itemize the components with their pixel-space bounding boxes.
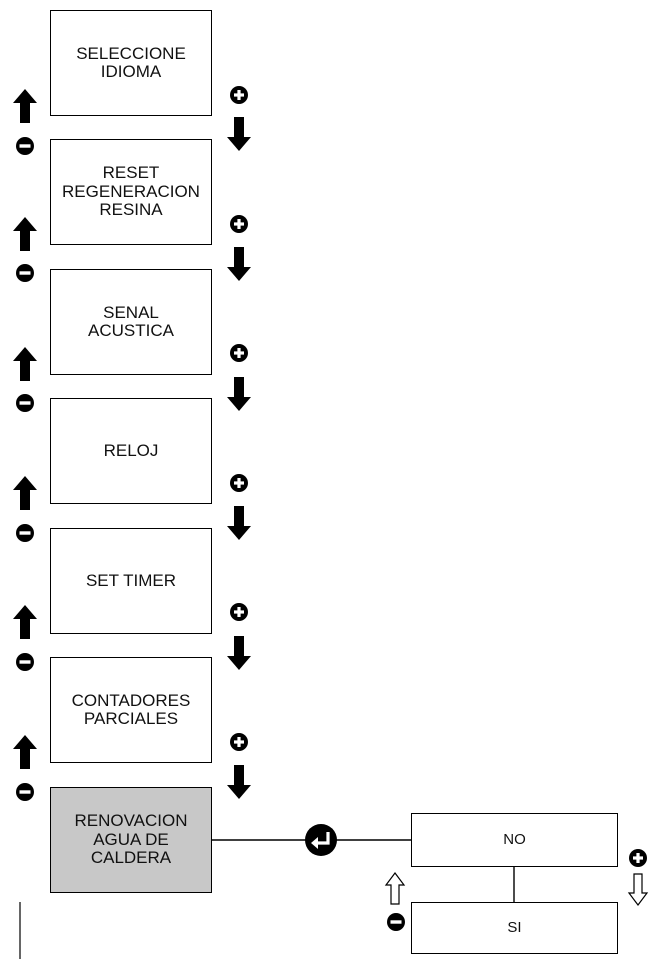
- plus-circle-icon[interactable]: [230, 733, 248, 751]
- option-label: NO: [503, 830, 526, 848]
- enter-icon[interactable]: [305, 824, 337, 856]
- option-si[interactable]: SI: [411, 902, 618, 954]
- minus-circle-icon[interactable]: [16, 783, 34, 801]
- plus-circle-icon[interactable]: [230, 344, 248, 362]
- menu-item-label: CONTADORES PARCIALES: [71, 690, 191, 728]
- arrow-down-icon[interactable]: [227, 117, 251, 151]
- arrow-down-icon[interactable]: [227, 247, 251, 281]
- arrow-up-icon[interactable]: [13, 735, 37, 769]
- menu-item-seleccione-idioma[interactable]: SELECCIONE IDIOMA: [50, 10, 212, 116]
- plus-circle-icon[interactable]: [230, 215, 248, 233]
- menu-item-label: SET TIMER: [85, 570, 177, 590]
- minus-circle-icon[interactable]: [387, 913, 405, 931]
- option-label: SI: [507, 918, 522, 936]
- menu-item-reloj[interactable]: RELOJ: [50, 398, 212, 504]
- arrow-up-icon[interactable]: [13, 605, 37, 639]
- menu-item-renovacion-agua-de-caldera[interactable]: RENOVACION AGUA DE CALDERA: [50, 787, 212, 893]
- arrow-up-icon[interactable]: [13, 217, 37, 251]
- arrow-down-icon[interactable]: [227, 377, 251, 411]
- menu-item-contadores-parciales[interactable]: CONTADORES PARCIALES: [50, 657, 212, 763]
- menu-item-reset-regeneracion-resina[interactable]: RESET REGENERACION RESINA: [50, 139, 212, 245]
- arrow-down-icon[interactable]: [227, 506, 251, 540]
- menu-item-label: RESET REGENERACION RESINA: [62, 163, 200, 220]
- menu-item-label: SELECCIONE IDIOMA: [76, 43, 186, 81]
- minus-circle-icon[interactable]: [16, 653, 34, 671]
- menu-item-set-timer[interactable]: SET TIMER: [50, 528, 212, 634]
- arrow-down-icon[interactable]: [227, 636, 251, 670]
- minus-circle-icon[interactable]: [16, 137, 34, 155]
- arrow-down-outline-icon[interactable]: [628, 873, 648, 906]
- arrow-up-icon[interactable]: [13, 476, 37, 510]
- arrow-up-icon[interactable]: [13, 89, 37, 123]
- plus-circle-icon[interactable]: [230, 474, 248, 492]
- menu-item-label: SENAL ACUSTICA: [88, 302, 174, 340]
- minus-circle-icon[interactable]: [16, 394, 34, 412]
- plus-circle-icon[interactable]: [629, 849, 647, 867]
- arrow-up-outline-icon[interactable]: [385, 872, 405, 905]
- option-no[interactable]: NO: [411, 813, 618, 867]
- arrow-up-icon[interactable]: [13, 347, 37, 381]
- menu-item-label: RENOVACION AGUA DE CALDERA: [74, 811, 188, 868]
- menu-item-label: RELOJ: [103, 440, 159, 460]
- arrow-down-icon[interactable]: [227, 765, 251, 799]
- plus-circle-icon[interactable]: [230, 86, 248, 104]
- menu-item-senal-acustica[interactable]: SENAL ACUSTICA: [50, 269, 212, 375]
- minus-circle-icon[interactable]: [16, 524, 34, 542]
- plus-circle-icon[interactable]: [230, 603, 248, 621]
- minus-circle-icon[interactable]: [16, 264, 34, 282]
